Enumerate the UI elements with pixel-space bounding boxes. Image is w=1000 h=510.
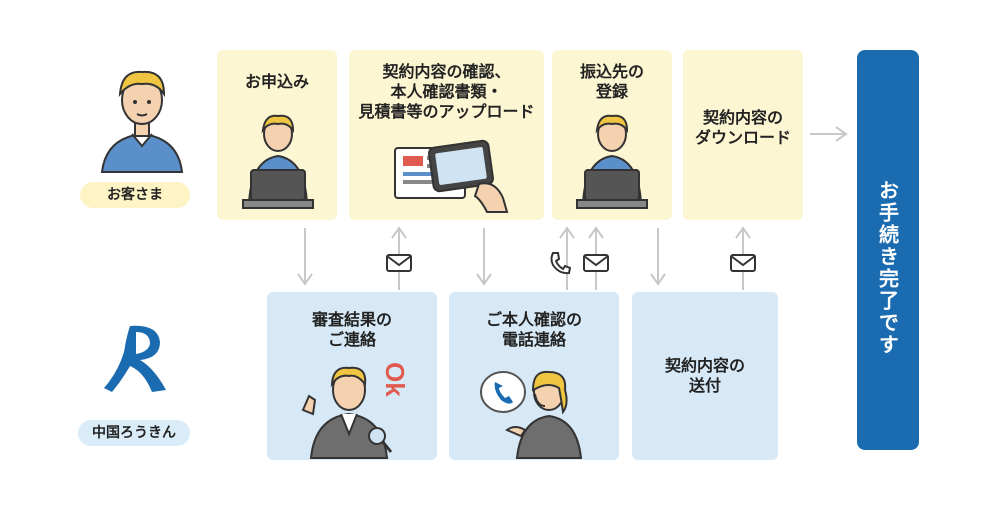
ok-badge: Ok <box>380 362 410 397</box>
step-title: 振込先の 登録 <box>579 62 644 101</box>
step-identity-call: ご本人確認の 電話連絡 <box>449 292 619 460</box>
step-title: 契約内容の確認、 本人確認書類・ 見積書等のアップロード <box>358 62 535 121</box>
mail-icon <box>386 254 412 272</box>
completion-label: お手続き完了です <box>875 180 900 356</box>
step-download: 契約内容の ダウンロード <box>683 50 803 220</box>
step-contract-delivery: 契約内容の 送付 <box>632 292 778 460</box>
step-account-registration: 振込先の 登録 <box>552 50 672 220</box>
completion-box: お手続き完了です <box>857 50 919 450</box>
arrow-up-icon <box>559 226 575 290</box>
step-screening-result: 審査結果の ご連絡 Ok <box>267 292 437 460</box>
step-title: お申込み <box>244 72 309 91</box>
staff-thumbs-up-icon <box>301 366 393 459</box>
person-icon <box>100 70 184 173</box>
bank-label: 中国ろうきん <box>78 420 190 446</box>
arrow-down-icon <box>476 228 492 286</box>
mail-icon <box>583 254 609 272</box>
step-upload: 契約内容の確認、 本人確認書類・ 見積書等のアップロード <box>349 50 544 220</box>
step-title: 審査結果の ご連絡 <box>311 310 392 349</box>
smartphone-upload-icon <box>394 139 509 213</box>
person-laptop-icon <box>576 114 648 209</box>
bank-logo <box>100 322 180 397</box>
arrow-down-icon <box>650 228 666 286</box>
rokin-logo-icon <box>104 325 166 392</box>
step-title: 契約内容の 送付 <box>664 356 745 395</box>
arrow-right-icon <box>810 126 848 142</box>
step-title: ご本人確認の 電話連絡 <box>485 310 582 349</box>
operator-phone-icon <box>480 370 583 459</box>
step-title: 契約内容の ダウンロード <box>694 108 791 147</box>
customer-illustration <box>92 60 192 175</box>
mail-icon <box>730 254 756 272</box>
person-laptop-icon <box>242 114 314 209</box>
customer-label: お客さま <box>80 182 190 208</box>
step-application: お申込み <box>217 50 337 220</box>
arrow-down-icon <box>297 228 313 286</box>
phone-icon <box>550 252 572 275</box>
